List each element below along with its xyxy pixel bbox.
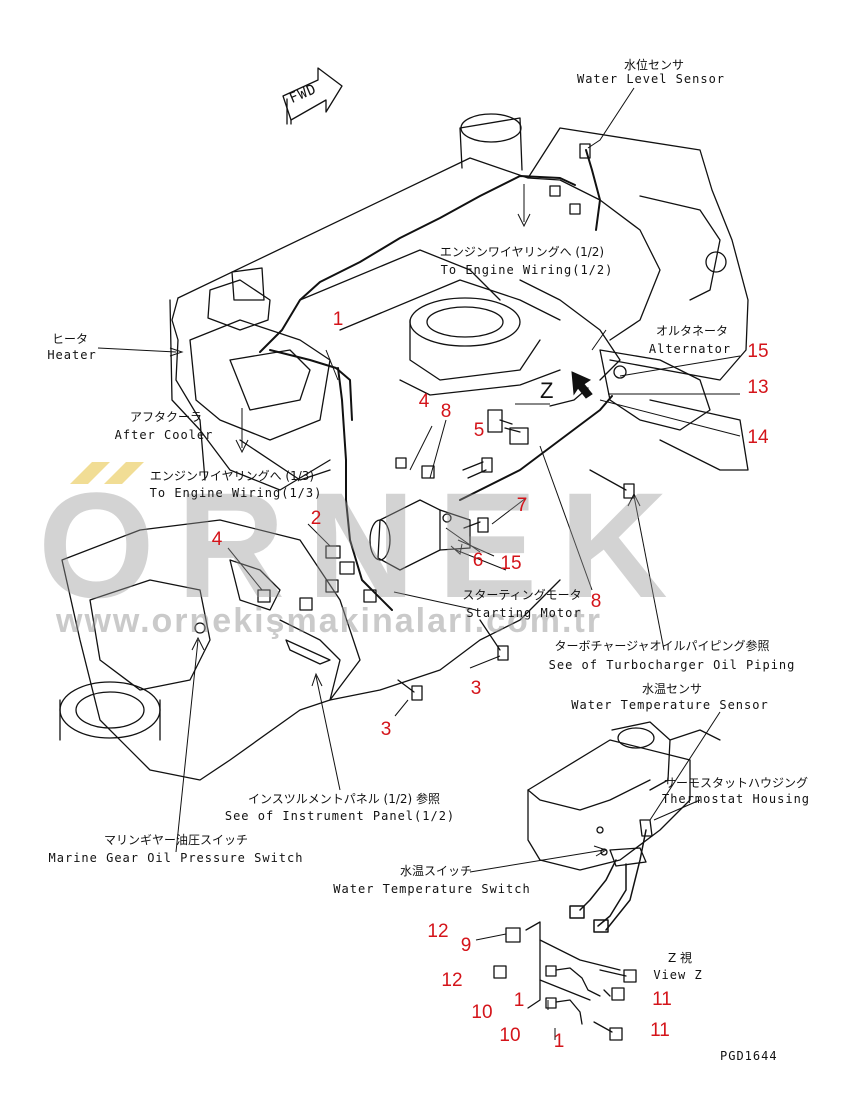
callout-4: 4 (211, 529, 223, 550)
callout-8: 8 (440, 401, 452, 422)
z-marker-label: Z (540, 378, 554, 403)
callout-5: 5 (473, 420, 485, 441)
callout-9: 9 (460, 935, 472, 956)
to-engine-wiring-12-en: To Engine Wiring(1/2) (440, 263, 614, 277)
water-temp-sensor-label-en: Water Temperature Sensor (571, 698, 769, 712)
callout-13: 13 (747, 377, 769, 398)
water-temp-wires (569, 829, 647, 933)
bracket-assembly (493, 921, 637, 1041)
starting-motor-label-jp: スターティングモータ (462, 588, 582, 602)
thermostat-label-en: Thermostat Housing (661, 792, 811, 806)
callout-14: 14 (747, 427, 769, 448)
watermark-brand: ORNEK (38, 461, 690, 629)
engine-harness (259, 149, 613, 611)
connectors (194, 143, 591, 665)
callout-15: 15 (747, 341, 769, 362)
callout-1: 1 (553, 1031, 565, 1052)
aftercooler-block (169, 299, 331, 491)
to-engine-wiring-13-jp: エンジンワイヤリングへ (1/3) (149, 469, 315, 483)
callout-10: 10 (499, 1025, 521, 1046)
thermostat-housing (527, 721, 721, 871)
callout-2: 2 (310, 508, 322, 529)
callout-12: 12 (427, 921, 449, 942)
callout-12: 12 (441, 970, 463, 991)
callout-1: 1 (513, 990, 525, 1011)
instrument-panel-label-en: See of Instrument Panel(1/2) (224, 809, 456, 823)
callout-7: 7 (516, 495, 528, 516)
water-level-label-jp: 水位センサ (623, 58, 685, 72)
alternator-label-en: Alternator (648, 342, 732, 356)
bolts (397, 409, 635, 701)
callout-8: 8 (590, 591, 602, 612)
z-view-arrow-icon (571, 371, 593, 399)
to-engine-wiring-13-en: To Engine Wiring(1/3) (149, 486, 323, 500)
callout-11: 11 (650, 1020, 670, 1041)
leader-lines (97, 87, 741, 1040)
callout-6: 6 (472, 550, 484, 571)
fwd-arrow-icon (282, 67, 343, 125)
engine-block-outline (171, 113, 749, 481)
heater-label-jp: ヒータ (51, 332, 89, 346)
callout-10: 10 (471, 1002, 493, 1023)
alternator-label-jp: オルタネータ (655, 324, 729, 338)
lower-block (59, 519, 561, 781)
thermostat-label-jp: サーモスタットハウジング (663, 776, 809, 790)
callout-3: 3 (380, 719, 392, 740)
view-z-label-en: View Z (653, 968, 703, 982)
callout-1: 1 (332, 309, 344, 330)
marine-gear-label-jp: マリンギヤー油圧スイッチ (103, 833, 249, 847)
instrument-panel-label-jp: インスツルメントパネル (1/2) 参照 (247, 792, 441, 806)
doc-code: PGD1644 (720, 1049, 778, 1063)
callout-11: 11 (652, 989, 672, 1010)
water-temp-sensor-label-jp: 水温センサ (641, 682, 703, 696)
water-temp-switch-label-en: Water Temperature Switch (333, 882, 531, 896)
water-temp-switch-label-jp: 水温スイッチ (399, 864, 473, 878)
callout-3: 3 (470, 678, 482, 699)
turbo-oil-label-en: See of Turbocharger Oil Piping (548, 658, 796, 672)
turbo-oil-label-jp: ターボチャージャオイルパイピング参照 (554, 639, 770, 653)
after-cooler-label-en: After Cooler (114, 428, 214, 442)
watermark-url: www.ornekişmakinalari.com.tr (56, 602, 603, 640)
callout-4: 4 (418, 391, 430, 412)
watermark-stripes-icon (70, 462, 144, 484)
starting-motor-label-en: Starting Motor (466, 606, 582, 620)
to-engine-wiring-12-jp: エンジンワイヤリングへ (1/2) (439, 245, 605, 259)
view-z-label-jp: Z 視 (667, 951, 693, 965)
heater-label-en: Heater (47, 348, 97, 362)
water-level-label-en: Water Level Sensor (576, 72, 726, 86)
marine-gear-label-en: Marine Gear Oil Pressure Switch (48, 851, 304, 865)
alternator (599, 349, 749, 471)
callout-15: 15 (500, 553, 522, 574)
after-cooler-label-jp: アフタクーラ (129, 410, 203, 424)
